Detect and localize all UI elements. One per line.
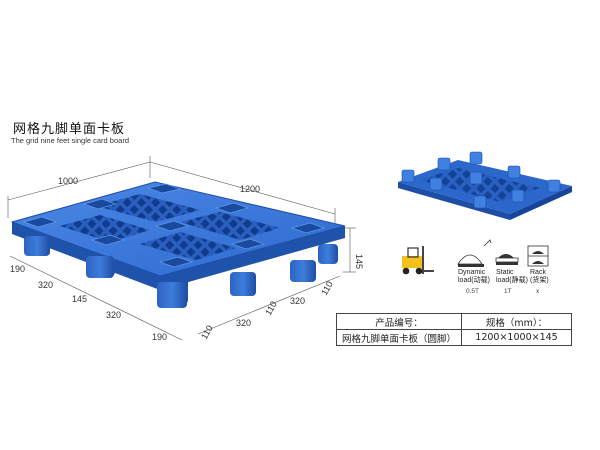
product-title-en: The grid nine feet single card board <box>11 136 129 145</box>
rack-icon <box>527 245 549 267</box>
forklift-icon <box>402 246 434 275</box>
dim-height: 145 <box>354 254 364 269</box>
spec-table: 产品编号： 规格（mm）： 网格九脚单面卡板（圆脚） 1200×1000×145 <box>336 313 572 346</box>
static-load-value: 1T <box>504 288 512 295</box>
dim-side-5: 110 <box>319 280 335 297</box>
static-load-line2: load(静载) <box>496 277 528 284</box>
dim-side-2: 320 <box>236 318 251 328</box>
product-title-cn: 网格九脚单面卡板 <box>13 122 126 137</box>
dim-front-3: 145 <box>72 294 87 304</box>
dim-front-2: 320 <box>38 280 53 290</box>
dim-front-1: 190 <box>10 264 25 274</box>
rack-label: Rack (货架) <box>530 269 549 285</box>
dynamic-load-line1: Dynamic <box>458 269 486 276</box>
dim-front-4: 320 <box>106 310 121 320</box>
dim-length-top: 1200 <box>240 184 260 194</box>
pallet-underside-image <box>398 151 572 220</box>
dim-width-top: 1000 <box>58 176 78 186</box>
dimension-lines <box>7 156 356 341</box>
rack-line1: Rack <box>530 269 546 276</box>
dynamic-load-line2: load(动载) <box>458 277 490 284</box>
rack-value: x <box>536 288 540 295</box>
dim-front-5: 190 <box>152 332 167 342</box>
pallet-deck-edge <box>12 222 345 290</box>
dim-side-1: 110 <box>199 324 215 341</box>
dynamic-load-label: Dynamic load(动载) <box>458 269 490 285</box>
dynamic-load-icon <box>457 239 492 267</box>
pallet-front-legs <box>24 236 187 308</box>
static-load-icon <box>495 254 519 265</box>
table-row: 网格九脚单面卡板（圆脚） 1200×1000×145 <box>336 329 572 346</box>
header-product-code: 产品编号： <box>336 313 462 330</box>
static-load-label: Static load(静载) <box>496 269 528 285</box>
pallet-illustration <box>10 181 346 308</box>
dynamic-load-value: 0.5T <box>466 288 480 295</box>
spec-table-header: 产品编号： 规格（mm）： <box>336 313 572 330</box>
dim-side-4: 320 <box>290 296 305 306</box>
rack-line2: (货架) <box>530 277 549 284</box>
cell-product-name: 网格九脚单面卡板（圆脚） <box>336 329 462 346</box>
static-load-line1: Static <box>496 269 514 276</box>
pallet-grid-areas <box>60 194 280 260</box>
cell-product-spec: 1200×1000×145 <box>461 329 572 346</box>
header-spec: 规格（mm）： <box>461 313 572 330</box>
pallet-pockets <box>22 183 326 268</box>
